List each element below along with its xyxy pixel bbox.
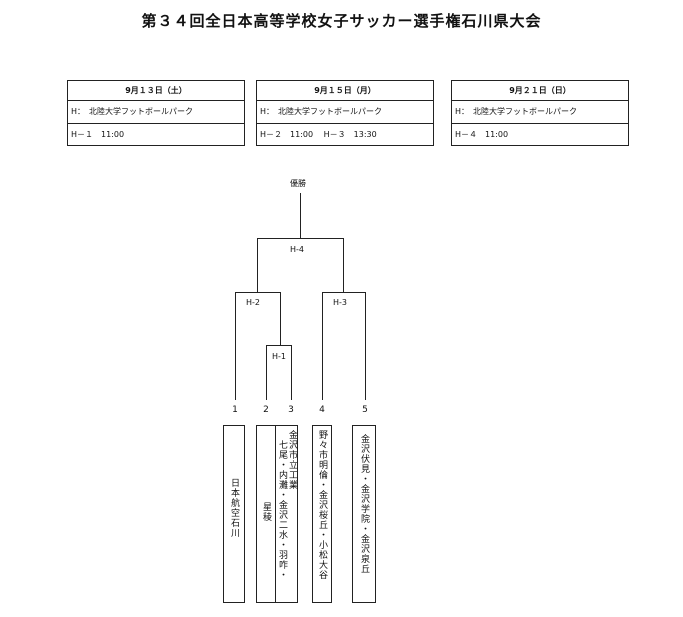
team-name: 星稜 — [261, 502, 271, 522]
schedule-date: 9月１３日（土） — [68, 81, 244, 101]
slot-number-4: 4 — [319, 405, 325, 415]
schedule-box-day2: 9月１５日（月） H： 北陸大学フットボールパーク H－２ 11:00 H－３ … — [256, 80, 434, 146]
schedule-matches: H－４ 11:00 — [452, 123, 628, 145]
slot-number-5: 5 — [362, 405, 368, 415]
match-label-h1: H-1 — [272, 352, 286, 361]
slot-number-3: 3 — [288, 405, 294, 415]
slot-number-2: 2 — [263, 405, 269, 415]
team-box-divider — [275, 426, 276, 602]
team-name: 金沢市立工業 — [287, 430, 297, 490]
match-label-h2: H-2 — [246, 298, 260, 307]
team-box-1: 日本航空石川 — [223, 425, 245, 603]
match-time: H－１ 11:00 — [71, 130, 125, 139]
schedule-box-day1: 9月１３日（土） H： 北陸大学フットボールパーク H－１ 11:00 — [67, 80, 245, 146]
slot-number-1: 1 — [232, 405, 238, 415]
team-name: 日本航空石川 — [229, 478, 239, 538]
team-box-2-3: 星稜 七尾・内灘・金沢二水・羽咋・ 金沢市立工業 — [256, 425, 298, 603]
schedule-box-day3: 9月２１日（日） H： 北陸大学フットボールパーク H－４ 11:00 — [451, 80, 629, 146]
match-time: H－３ 13:30 — [323, 130, 377, 139]
schedule-venue: H： 北陸大学フットボールパーク — [455, 107, 578, 116]
match-time: H－４ 11:00 — [455, 130, 509, 139]
page-title: 第３４回全日本高等学校女子サッカー選手権石川県大会 — [141, 12, 542, 30]
schedule-date: 9月１５日（月） — [257, 81, 433, 101]
team-name: 金沢伏見・金沢学院・金沢泉丘 — [359, 434, 369, 574]
team-name: 七尾・内灘・金沢二水・羽咋・ — [277, 440, 287, 580]
match-label-h4: H-4 — [290, 245, 304, 254]
schedule-matches: H－１ 11:00 — [68, 123, 244, 145]
champion-label: 優勝 — [290, 179, 306, 188]
match-label-h3: H-3 — [333, 298, 347, 307]
team-box-5: 金沢伏見・金沢学院・金沢泉丘 — [352, 425, 376, 603]
schedule-venue: H： 北陸大学フットボールパーク — [71, 107, 194, 116]
team-name: 野々市明倫・金沢桜丘・小松大谷 — [317, 430, 327, 580]
schedule-venue: H： 北陸大学フットボールパーク — [260, 107, 383, 116]
team-box-4: 野々市明倫・金沢桜丘・小松大谷 — [312, 425, 332, 603]
schedule-date: 9月２１日（日） — [452, 81, 628, 101]
schedule-matches: H－２ 11:00 H－３ 13:30 — [257, 123, 433, 145]
match-time: H－２ 11:00 — [260, 130, 314, 139]
